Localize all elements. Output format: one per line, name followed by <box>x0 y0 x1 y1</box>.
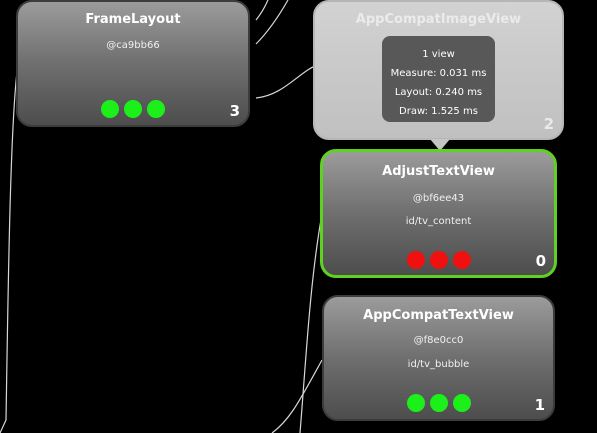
tooltip-pointer <box>430 139 450 151</box>
node-appcompat-text-view[interactable]: AppCompatTextView @f8e0cc0 id/tv_bubble … <box>322 295 555 421</box>
layout-indicator <box>124 100 142 118</box>
node-title: AdjustTextView <box>382 164 495 179</box>
tooltip-draw: Draw: 1.525 ms <box>399 106 478 117</box>
connector-line <box>255 63 321 99</box>
tooltip-view-count: 1 view <box>422 49 455 60</box>
node-hash: @ca9bb66 <box>106 40 160 51</box>
layout-indicator <box>429 251 448 269</box>
tooltip-measure: Measure: 0.031 ms <box>390 68 487 79</box>
node-id: id/tv_bubble <box>407 359 470 370</box>
draw-indicator <box>452 251 471 269</box>
connector-line <box>255 0 269 21</box>
layout-indicator <box>429 394 448 412</box>
node-adjust-text-view[interactable]: AdjustTextView @bf6ee43 id/tv_content 0 <box>320 149 557 278</box>
connector-line <box>255 0 289 45</box>
node-title: AppCompatTextView <box>363 308 514 323</box>
draw-indicator <box>147 100 165 118</box>
timing-tooltip: 1 view Measure: 0.031 ms Layout: 0.240 m… <box>382 36 495 122</box>
child-count: 3 <box>229 102 240 120</box>
connector-line <box>0 63 19 433</box>
node-title: AppCompatImageView <box>355 12 522 27</box>
node-id: id/tv_content <box>405 216 472 227</box>
node-hash: @bf6ee43 <box>412 193 465 204</box>
node-frame-layout[interactable]: FrameLayout @ca9bb66 3 <box>16 0 250 127</box>
connector-line <box>299 213 323 433</box>
measure-indicator <box>406 394 425 412</box>
child-count: 0 <box>535 252 546 270</box>
child-count: 1 <box>534 396 545 414</box>
performance-indicators <box>324 394 553 412</box>
measure-indicator <box>406 251 425 269</box>
draw-indicator <box>452 394 471 412</box>
child-count: 2 <box>543 115 554 133</box>
performance-indicators <box>323 251 554 269</box>
tooltip-layout: Layout: 0.240 ms <box>394 87 483 98</box>
connector-line <box>271 359 323 433</box>
node-hash: @f8e0cc0 <box>413 335 464 346</box>
performance-indicators <box>18 100 248 118</box>
measure-indicator <box>101 100 119 118</box>
node-title: FrameLayout <box>85 12 181 27</box>
